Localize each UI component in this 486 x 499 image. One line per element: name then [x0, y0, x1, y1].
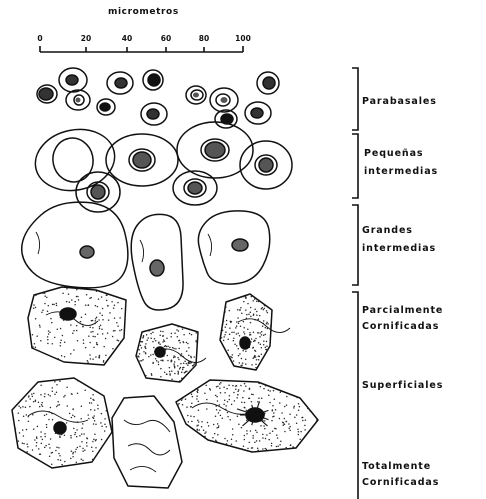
bracket-parabasales — [352, 68, 358, 130]
label-grandes-line1: Grandes — [362, 225, 413, 236]
cell-nucleus — [148, 74, 160, 86]
small-intermediate-cell — [173, 171, 217, 205]
cytoplasm-stipple — [32, 288, 127, 363]
bracket-cornificadas — [352, 292, 358, 499]
superficial-cell — [12, 378, 112, 468]
pyknotic-nucleus — [54, 422, 66, 434]
cell-nucleus — [115, 78, 127, 88]
scale-bar: micrometros 0 20 40 60 80 100 — [37, 7, 250, 52]
cell-nucleus — [100, 103, 110, 111]
parabasal-cell — [245, 102, 271, 124]
cell-membrane — [112, 396, 182, 488]
cell-nucleus — [251, 108, 263, 118]
bracket-pequenas — [352, 134, 358, 198]
cell-membrane — [22, 202, 128, 288]
scale-tick-20: 20 — [81, 34, 91, 43]
bracket-grandes — [352, 205, 358, 285]
label-totalmente-line2: Cornificadas — [362, 477, 439, 488]
cell-fold — [124, 420, 170, 432]
pyknotic-nucleus — [155, 347, 165, 357]
partially-cornified-cell — [220, 293, 290, 370]
scale-tick-40: 40 — [122, 34, 132, 43]
cells-group — [12, 68, 318, 488]
superficial-cell — [176, 380, 318, 452]
cell-fold — [192, 403, 252, 414]
label-grandes-line2: intermedias — [362, 243, 436, 254]
partially-cornified-cell — [28, 287, 126, 365]
small-intermediate-cell — [177, 122, 253, 178]
cell-fold — [140, 240, 144, 262]
cell-nucleus — [66, 75, 78, 85]
parabasal-cell — [186, 86, 206, 104]
large-intermediate-cell — [198, 211, 269, 284]
label-parcialmente-line2: Cornificadas — [362, 321, 439, 332]
pyknotic-nucleus — [240, 337, 250, 349]
scale-line — [40, 46, 243, 52]
large-intermediate-cell — [131, 214, 183, 310]
cell-nucleus — [259, 158, 273, 172]
parabasal-cell — [257, 72, 279, 94]
parabasal-cell — [66, 90, 90, 110]
cell-nucleus — [80, 246, 94, 258]
cell-nucleus — [39, 88, 53, 100]
parabasal-cell — [97, 99, 115, 115]
scale-tick-100: 100 — [235, 34, 251, 43]
anucleate-squame-cell — [112, 396, 182, 488]
parabasal-cell — [210, 88, 238, 112]
cell-fold — [130, 466, 156, 472]
cell-nucleus — [133, 152, 151, 168]
parabasal-cell — [37, 85, 57, 103]
partially-cornified-cell — [136, 324, 206, 382]
parabasal-cell — [141, 103, 167, 125]
parabasal-cell — [143, 70, 163, 90]
small-intermediate-cell — [76, 172, 120, 212]
label-pequenas-line2: intermedias — [364, 166, 438, 177]
cell-nucleus — [205, 142, 225, 158]
large-intermediate-cell — [22, 202, 128, 288]
cell-nucleus — [263, 77, 275, 89]
category-labels: Parabasales Pequeñas intermedias Grandes… — [362, 96, 443, 488]
scale-tick-60: 60 — [161, 34, 171, 43]
cell-nucleus — [232, 239, 248, 251]
pyknotic-nucleus — [60, 308, 76, 320]
cell-fold — [28, 411, 88, 422]
cell-nucleus — [150, 260, 164, 276]
parabasal-cell — [107, 72, 133, 94]
nucleolus — [193, 93, 199, 98]
cell-fold — [128, 444, 170, 455]
label-superficiales: Superficiales — [362, 380, 443, 391]
cell-fold — [208, 234, 212, 256]
scale-title: micrometros — [108, 7, 179, 17]
cell-nucleus — [91, 185, 105, 199]
scale-tick-0: 0 — [37, 34, 42, 43]
small-intermediate-cell — [106, 134, 178, 186]
category-brackets — [352, 68, 358, 499]
label-pequenas-line1: Pequeñas — [364, 148, 423, 159]
scale-ticks: 0 20 40 60 80 100 — [37, 34, 250, 43]
cell-nucleus — [147, 109, 159, 119]
cell-nucleus — [188, 182, 202, 194]
nucleolus — [221, 97, 228, 103]
label-parcialmente-line1: Parcialmente — [362, 305, 443, 316]
parabasal-cell — [59, 68, 87, 92]
nucleolus — [76, 98, 81, 103]
label-totalmente-line1: Totalmente — [362, 461, 431, 472]
cell-inner-outline — [49, 134, 97, 185]
scale-tick-80: 80 — [199, 34, 209, 43]
cell-fold — [36, 232, 40, 254]
label-parabasales: Parabasales — [362, 96, 437, 107]
